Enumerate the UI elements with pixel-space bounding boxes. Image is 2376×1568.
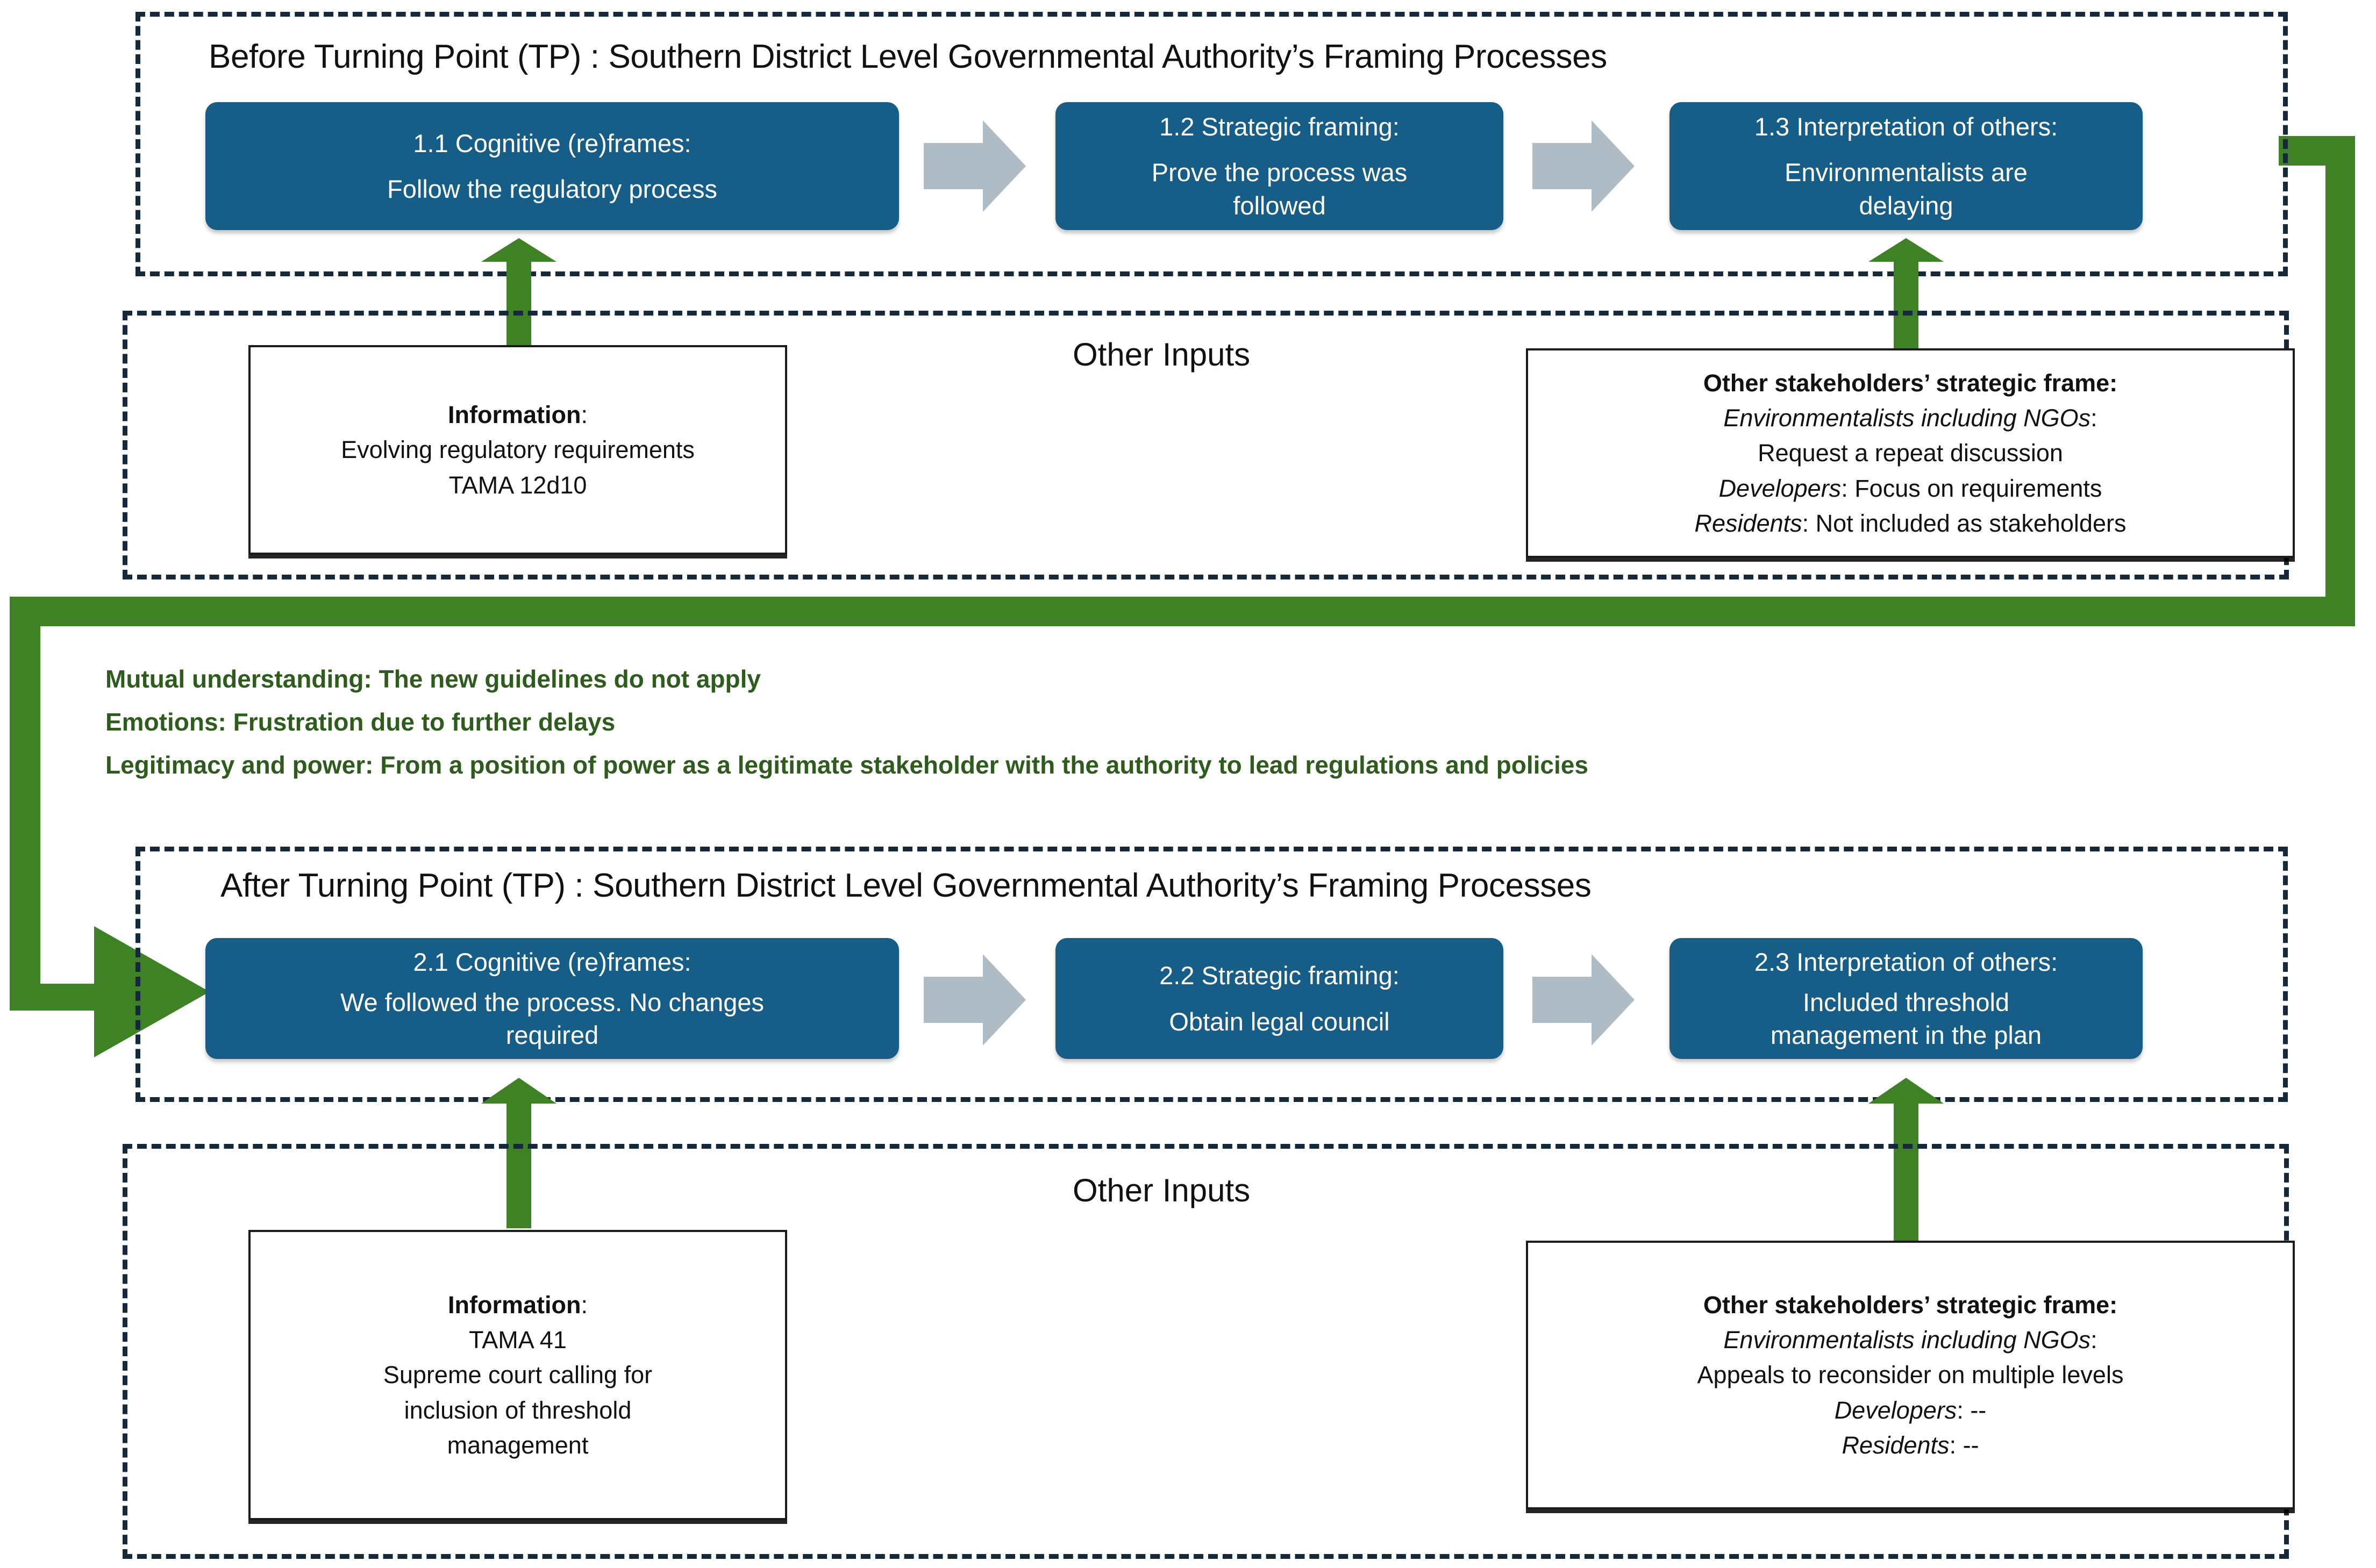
stakeholders-developers: Developers: Focus on requirements: [1719, 471, 2102, 506]
narrative-mutual-understanding: Mutual understanding: The new guidelines…: [105, 667, 2202, 691]
information-heading-colon: :: [581, 401, 588, 429]
information-line-4: management: [447, 1431, 589, 1459]
process-box-1-3-body-line1: Environmentalists are: [1785, 158, 2028, 187]
turning-point-narrative: Mutual understanding: The new guidelines…: [105, 667, 2202, 796]
process-box-1-1-body: Follow the regulatory process: [387, 175, 717, 203]
mutual-understanding-text: The new guidelines do not apply: [372, 665, 761, 693]
before-tp-information-box[interactable]: Information: Evolving regulatory require…: [248, 345, 787, 555]
information-line-2: TAMA 12d10: [448, 471, 587, 499]
process-box-1-3-body-line2: delaying: [1859, 191, 1953, 220]
process-box-2-1-heading: 2.1 Cognitive (re)frames:: [413, 948, 691, 976]
dev-label-text: Developers: [1834, 1396, 1957, 1424]
emotions-text: Frustration due to further delays: [226, 708, 616, 736]
res-value-text: : Not included as stakeholders: [1802, 509, 2127, 537]
dev-label-text: Developers: [1718, 474, 1842, 502]
stakeholders-heading: Other stakeholders’ strategic frame:: [1703, 369, 2118, 397]
chevron-arrow-3-right: [924, 954, 1026, 1046]
stakeholders-environmentalists-value: Request a repeat discussion: [1758, 439, 2063, 467]
process-box-2-1-body-line1: We followed the process. No changes: [340, 987, 765, 1016]
after-tp-information-box[interactable]: Information: TAMA 41 Supreme court calli…: [248, 1230, 787, 1520]
process-box-1-3-heading: 1.3 Interpretation of others:: [1754, 112, 2058, 141]
stakeholders-developers: Developers: --: [1835, 1393, 1987, 1428]
process-box-1-2-body-line1: Prove the process was: [1151, 158, 1408, 187]
process-box-1-2-body-line2: followed: [1233, 191, 1326, 220]
after-tp-title: After Turning Point (TP) : Southern Dist…: [220, 867, 1592, 904]
env-colon: :: [2090, 1326, 2097, 1354]
information-heading-colon: :: [581, 1291, 588, 1319]
information-heading: Information:: [448, 1287, 588, 1322]
stakeholders-residents: Residents: --: [1842, 1428, 1979, 1463]
process-box-2-1[interactable]: 2.1 Cognitive (re)frames: We followed th…: [205, 938, 899, 1059]
information-line-2: Supreme court calling for: [383, 1361, 653, 1389]
chevron-arrow-4-right: [1532, 954, 1635, 1046]
process-box-1-2-heading: 1.2 Strategic framing:: [1159, 112, 1400, 141]
narrative-legitimacy-and-power: Legitimacy and power: From a position of…: [105, 753, 2202, 777]
chevron-arrow-1-right: [924, 120, 1026, 212]
information-heading: Information:: [448, 397, 588, 432]
information-line-3: inclusion of threshold: [404, 1396, 632, 1424]
information-line-1: TAMA 41: [469, 1326, 567, 1354]
before-tp-phase-container: [135, 12, 2288, 276]
process-box-1-1-heading: 1.1 Cognitive (re)frames:: [413, 128, 691, 157]
before-tp-title: Before Turning Point (TP) : Southern Dis…: [209, 38, 1607, 75]
stakeholders-environmentalists-label: Environmentalists including NGOs:: [1723, 1322, 2097, 1357]
after-tp-stakeholders-box[interactable]: Other stakeholders’ strategic frame: Env…: [1526, 1241, 2295, 1509]
before-tp-other-inputs-title: Other Inputs: [1073, 336, 1251, 373]
process-box-2-2-body: Obtain legal council: [1169, 1007, 1390, 1036]
res-value-text: : --: [1949, 1431, 1979, 1459]
mutual-understanding-label: Mutual understanding:: [105, 665, 372, 693]
after-tp-other-inputs-title: Other Inputs: [1073, 1172, 1251, 1208]
process-box-2-1-body-line2: required: [505, 1020, 599, 1049]
process-box-2-3-body-line2: management in the plan: [1770, 1020, 2042, 1049]
process-box-2-3[interactable]: 2.3 Interpretation of others: Included t…: [1669, 938, 2143, 1059]
process-box-2-2[interactable]: 2.2 Strategic framing: Obtain legal coun…: [1055, 938, 1503, 1059]
stakeholders-environmentalists-label: Environmentalists including NGOs:: [1723, 400, 2097, 435]
before-tp-stakeholders-box[interactable]: Other stakeholders’ strategic frame: Env…: [1526, 348, 2295, 558]
dev-value-text: : Focus on requirements: [1841, 474, 2102, 502]
env-label-text: Environmentalists including NGOs: [1723, 1326, 2091, 1354]
process-box-2-2-heading: 2.2 Strategic framing:: [1159, 961, 1400, 990]
legitimacy-text: From a position of power as a legitimate…: [373, 751, 1588, 779]
information-heading-text: Information: [448, 1291, 581, 1319]
env-label-text: Environmentalists including NGOs: [1723, 404, 2091, 432]
res-label-text: Residents: [1842, 1431, 1950, 1459]
process-box-2-3-body-line1: Included threshold: [1802, 987, 2010, 1016]
stakeholders-residents: Residents: Not included as stakeholders: [1695, 506, 2127, 541]
process-box-2-3-heading: 2.3 Interpretation of others:: [1754, 948, 2058, 976]
after-tp-phase-container: [135, 847, 2288, 1102]
legitimacy-label: Legitimacy and power:: [105, 751, 374, 779]
stakeholders-heading: Other stakeholders’ strategic frame:: [1703, 1291, 2118, 1319]
stakeholders-environmentalists-value: Appeals to reconsider on multiple levels: [1697, 1361, 2124, 1389]
information-line-1: Evolving regulatory requirements: [341, 436, 695, 464]
narrative-emotions: Emotions: Frustration due to further del…: [105, 710, 2202, 734]
process-box-1-1[interactable]: 1.1 Cognitive (re)frames: Follow the reg…: [205, 102, 899, 230]
information-heading-text: Information: [448, 401, 581, 429]
res-label-text: Residents: [1694, 509, 1802, 537]
chevron-arrow-2-right: [1532, 120, 1635, 212]
process-box-1-2[interactable]: 1.2 Strategic framing: Prove the process…: [1055, 102, 1503, 230]
process-box-1-3[interactable]: 1.3 Interpretation of others: Environmen…: [1669, 102, 2143, 230]
dev-value-text: : --: [1957, 1396, 1987, 1424]
emotions-label: Emotions:: [105, 708, 226, 736]
env-colon: :: [2090, 404, 2097, 432]
